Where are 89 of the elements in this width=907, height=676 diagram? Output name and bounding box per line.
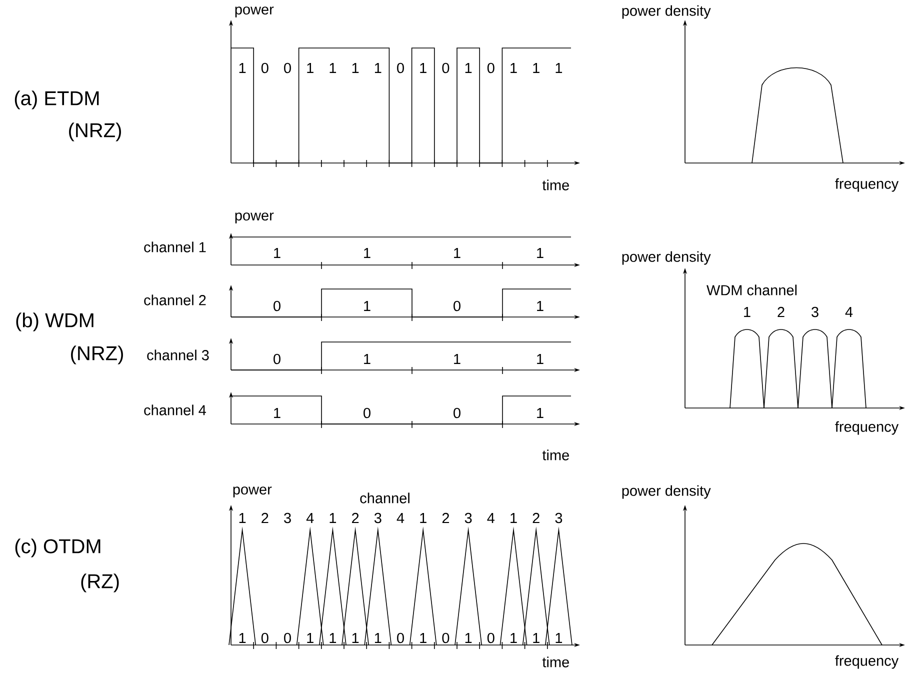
bit-value: 1 <box>420 63 426 73</box>
bit-value: 1 <box>374 63 382 73</box>
bit-value: 1 <box>533 633 540 643</box>
bit-value: 1 <box>307 63 314 73</box>
bit-value: 1 <box>537 301 544 311</box>
bit-value: 1 <box>556 633 562 643</box>
bit-value: 1 <box>352 633 359 643</box>
bit-value: 1 <box>510 633 517 643</box>
bit-value: 0 <box>284 62 291 74</box>
channel-label: channel 2 <box>144 294 206 306</box>
channel-number: 2 <box>778 306 784 318</box>
bit-value: 1 <box>454 248 460 258</box>
bit-value: 1 <box>330 633 336 643</box>
bit-value: 1 <box>374 633 382 643</box>
scheme-label: (RZ) <box>81 574 119 592</box>
bit-value: 1 <box>364 354 370 364</box>
channel-label: channel 4 <box>144 404 206 416</box>
channel-number: 2 <box>532 512 540 524</box>
bit-value: 1 <box>465 63 472 73</box>
bit-value: 1 <box>239 63 246 73</box>
scheme-label: (c) OTDM <box>15 538 100 558</box>
spectrum-label: WDM channel <box>706 284 797 296</box>
scheme-label: (NRZ) <box>69 122 121 142</box>
bit-value: 1 <box>454 354 460 364</box>
axis-label: frequency <box>835 178 899 192</box>
bit-value: 1 <box>510 63 517 73</box>
bit-value: 1 <box>420 633 426 643</box>
channel-number: 1 <box>330 513 336 523</box>
bit-value: 0 <box>487 62 494 74</box>
channel-number: 3 <box>555 512 562 524</box>
bit-value: 1 <box>239 633 246 643</box>
axis-label: power density <box>622 485 711 499</box>
axis-label: channel <box>360 492 410 504</box>
channel-number: 1 <box>420 513 426 523</box>
bit-value: 1 <box>537 408 544 418</box>
bit-value: 0 <box>442 62 450 74</box>
axis-label: power <box>235 212 274 224</box>
channel-label: channel 3 <box>147 350 209 360</box>
bit-value: 0 <box>454 300 460 312</box>
channel-number: 4 <box>396 513 404 523</box>
axis-label: time <box>542 450 569 460</box>
bit-value: 0 <box>284 632 291 644</box>
bit-value: 0 <box>397 62 404 74</box>
bit-value: 1 <box>537 248 544 258</box>
bit-value: 1 <box>274 248 280 258</box>
bit-value: 1 <box>274 408 280 418</box>
bit-value: 1 <box>556 63 562 73</box>
bit-value: 0 <box>274 354 280 364</box>
bit-value: 0 <box>261 62 268 74</box>
channel-number: 4 <box>845 307 853 317</box>
bit-value: 1 <box>537 354 544 364</box>
channel-number: 3 <box>284 512 291 524</box>
axis-label: frequency <box>835 421 899 435</box>
bit-value: 1 <box>352 63 359 73</box>
axis-label: power density <box>622 5 711 19</box>
scheme-label: (NRZ) <box>71 346 123 364</box>
axis-label: power <box>235 6 274 18</box>
channel-number: 4 <box>306 513 314 523</box>
channel-number: 2 <box>262 512 268 524</box>
bit-value: 1 <box>465 633 472 643</box>
scheme-label: (a) ETDM <box>14 90 99 110</box>
bit-value: 0 <box>442 632 450 644</box>
bit-value: 0 <box>454 408 460 418</box>
axis-label: frequency <box>835 655 899 669</box>
bit-value: 0 <box>261 632 268 644</box>
bit-value: 1 <box>307 633 314 643</box>
axis-label: time <box>542 656 569 668</box>
channel-number: 1 <box>510 513 517 523</box>
bit-value: 1 <box>330 63 336 73</box>
axis-label: power density <box>622 251 711 265</box>
channel-label: channel 1 <box>144 242 206 252</box>
bit-value: 0 <box>397 632 404 644</box>
axis-label: time <box>542 180 569 190</box>
axis-label: power <box>233 486 272 498</box>
channel-number: 2 <box>352 512 359 524</box>
bit-value: 1 <box>364 248 370 258</box>
channel-number: 1 <box>239 513 246 523</box>
scheme-label: (b) WDM <box>16 312 94 332</box>
bit-value: 0 <box>274 300 280 312</box>
channel-number: 3 <box>464 512 472 524</box>
channel-number: 3 <box>812 306 818 318</box>
bit-value: 0 <box>487 632 494 644</box>
bit-value: 0 <box>364 408 370 418</box>
bit-value: 1 <box>364 301 370 311</box>
channel-number: 3 <box>374 512 382 524</box>
channel-number: 1 <box>744 307 750 317</box>
channel-number: 4 <box>487 513 494 523</box>
channel-number: 2 <box>442 512 450 524</box>
bit-value: 1 <box>533 63 540 73</box>
